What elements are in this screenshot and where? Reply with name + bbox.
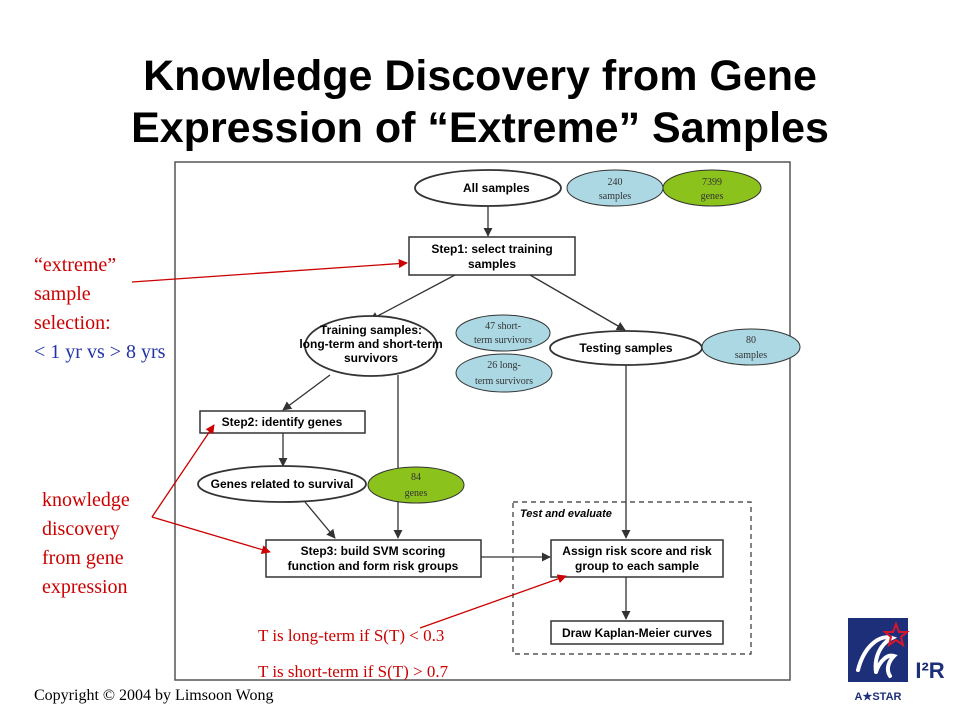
- step2-label: Step2: identify genes: [222, 415, 343, 429]
- kaplan-meier-box: [550, 620, 724, 645]
- all-samples-node: [414, 169, 562, 207]
- knowledge-line-4: expression: [42, 576, 128, 598]
- step2-box: [199, 410, 366, 434]
- step3-label-line-2: function and form risk groups: [288, 559, 459, 573]
- training-label-line-3: survivors: [344, 351, 398, 365]
- rule-short-term: T is short-term if S(T) > 0.7: [258, 662, 449, 681]
- badge-240-line-1: 240: [608, 177, 623, 188]
- badge-26-line-2: term survivors: [475, 376, 533, 387]
- badge-47-line-1: 47 short-: [485, 321, 521, 332]
- badge-80-line-1: 80: [746, 335, 756, 346]
- badge-240-line-2: samples: [599, 191, 631, 202]
- test-evaluate-label: Test and evaluate: [520, 508, 612, 520]
- badge-47-short-term: [455, 314, 551, 352]
- step3-box: [265, 539, 482, 578]
- genes-related-label: Genes related to survival: [211, 477, 354, 491]
- step1-label-line-1: Step1: select training: [431, 242, 552, 256]
- training-label-line-2: long-term and short-term: [299, 337, 442, 351]
- extreme-line-4: < 1 yr vs > 8 yrs: [34, 341, 166, 363]
- knowledge-line-3: from gene: [42, 547, 124, 569]
- extreme-line-2: sample: [34, 283, 91, 305]
- knowledge-line-2: discovery: [42, 518, 120, 540]
- assign-risk-box: [550, 539, 724, 578]
- page-title: Knowledge Discovery from Gene Expression…: [0, 50, 960, 154]
- badge-7399-line-2: genes: [701, 191, 724, 202]
- flow-connectors: [278, 206, 631, 620]
- badge-84-line-1: 84: [411, 472, 421, 483]
- badge-7399-genes: [662, 169, 762, 207]
- step1-box: [408, 236, 576, 276]
- testing-samples-label: Testing samples: [579, 341, 672, 355]
- rule-long-term: T is long-term if S(T) < 0.3: [258, 626, 445, 645]
- extreme-line-1: “extreme”: [34, 254, 117, 276]
- kaplan-meier-label: Draw Kaplan-Meier curves: [562, 626, 712, 640]
- assign-label-line-2: group to each sample: [575, 559, 699, 573]
- badge-47-line-2: term survivors: [474, 335, 532, 346]
- logo-star-icon: [882, 621, 910, 648]
- genes-related-node: [197, 465, 367, 503]
- test-evaluate-box: [512, 501, 752, 655]
- knowledge-discovery-annotation: knowledge discovery from gene expression: [42, 486, 130, 602]
- step1-label-line-2: samples: [468, 257, 516, 271]
- badge-80-line-2: samples: [735, 350, 767, 361]
- title-line-1: Knowledge Discovery from Gene: [143, 52, 817, 100]
- all-samples-label: All samples: [463, 181, 530, 195]
- badge-84-line-2: genes: [405, 488, 428, 499]
- training-samples-node: [304, 315, 438, 377]
- badge-26-long-term: [455, 353, 553, 393]
- logo-swoosh: [856, 635, 898, 678]
- extreme-line-3: selection:: [34, 312, 111, 334]
- annotation-arrows: [131, 259, 567, 629]
- logo-brand-text: A★STAR: [855, 691, 902, 703]
- badge-84-genes: [367, 466, 465, 504]
- extreme-selection-annotation: “extreme” sample selection: < 1 yr vs > …: [34, 251, 165, 367]
- astar-i2r-logo: A★STAR I²R: [848, 618, 945, 703]
- badge-26-line-1: 26 long-: [487, 360, 521, 371]
- assign-label-line-1: Assign risk score and risk: [562, 544, 712, 558]
- step3-label-line-1: Step3: build SVM scoring: [301, 544, 446, 558]
- title-line-2: Expression of “Extreme” Samples: [131, 104, 829, 152]
- training-label-line-1: Training samples:: [320, 323, 422, 337]
- badge-80-samples: [701, 328, 801, 366]
- knowledge-line-1: knowledge: [42, 489, 130, 511]
- logo-institute-text: I²R: [915, 658, 944, 683]
- copyright-notice: Copyright © 2004 by Limsoon Wong: [34, 687, 274, 704]
- badge-7399-line-1: 7399: [702, 177, 722, 188]
